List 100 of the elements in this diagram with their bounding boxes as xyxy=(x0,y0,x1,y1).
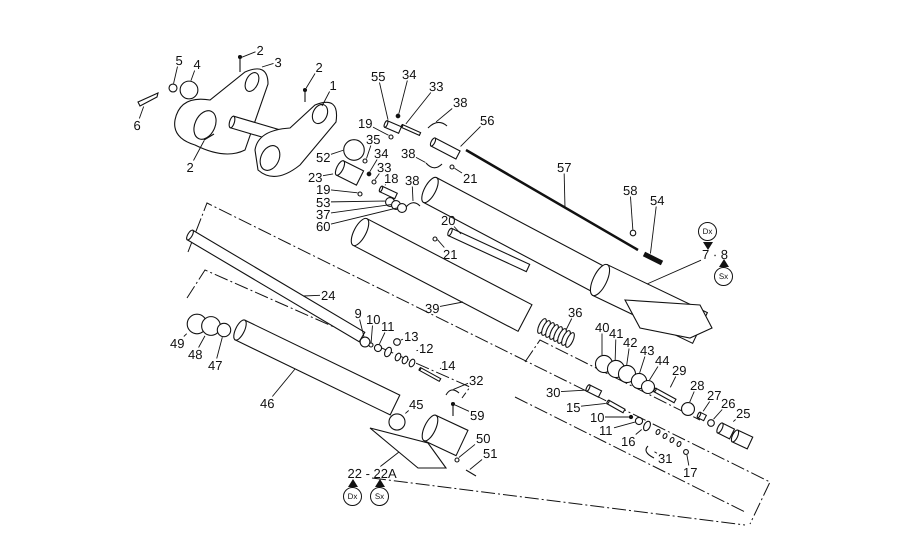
leader-line xyxy=(306,73,316,88)
leader-line xyxy=(686,454,690,466)
callout-number: 46 xyxy=(260,396,274,410)
circlip xyxy=(645,446,654,458)
ball xyxy=(366,172,372,176)
leader-line xyxy=(604,416,630,418)
callout-number: 9 xyxy=(354,306,362,320)
leader-line xyxy=(372,126,389,136)
valve-seat xyxy=(384,346,416,368)
washer xyxy=(374,344,382,352)
ball xyxy=(707,419,715,427)
leader-line xyxy=(330,200,386,202)
leader-line xyxy=(416,156,426,163)
leader-line xyxy=(614,339,616,360)
leader-line xyxy=(262,62,274,68)
ball xyxy=(368,342,374,348)
leader-line xyxy=(454,168,462,174)
leader-line xyxy=(366,145,372,159)
leader-line xyxy=(400,338,404,340)
end-plug xyxy=(716,422,754,450)
circlip xyxy=(640,380,656,394)
leader-line xyxy=(440,302,464,307)
leader-line xyxy=(654,451,658,454)
leader-line xyxy=(138,106,144,119)
callout-number: 10 xyxy=(366,312,380,326)
o-ring xyxy=(454,457,460,463)
circlip xyxy=(428,122,448,128)
callout-number: 48 xyxy=(188,348,202,360)
adjuster-screw xyxy=(384,120,402,134)
leader-line xyxy=(452,382,468,390)
callout-number: 2 xyxy=(186,160,194,174)
washer xyxy=(683,449,689,455)
leader-line xyxy=(564,173,566,208)
leader-line xyxy=(626,348,630,366)
callout-number: 50 xyxy=(476,432,490,444)
leader-line xyxy=(370,325,373,343)
leader-line xyxy=(670,376,676,388)
callout-number: 19 xyxy=(358,116,372,130)
leader-line xyxy=(379,332,386,344)
callout-number: 59 xyxy=(470,408,484,422)
callout-number: 31 xyxy=(658,452,672,464)
callout-number: 34 xyxy=(402,68,416,80)
callout-number: 16 xyxy=(621,434,636,448)
leader-line xyxy=(412,186,414,202)
side-marker: Dx xyxy=(698,222,717,241)
callout-number: 11 xyxy=(381,320,394,332)
leader-line xyxy=(374,173,380,180)
leader-line xyxy=(440,368,442,370)
bolt xyxy=(418,366,442,382)
callout-number: 13 xyxy=(404,330,418,342)
side-marker: Sx xyxy=(714,267,733,286)
leader-line xyxy=(454,404,470,412)
callout-number: 57 xyxy=(557,160,572,174)
leader-line xyxy=(193,140,205,161)
callout-number: 47 xyxy=(208,358,222,372)
nut xyxy=(680,402,696,416)
callout-number: 30 xyxy=(546,386,560,398)
callout-number: 24 xyxy=(321,288,336,302)
leader-line xyxy=(469,459,482,470)
callout-number: 39 xyxy=(425,302,440,314)
callout-number: 17 xyxy=(683,466,698,478)
bolt xyxy=(466,470,476,476)
fork-tube xyxy=(350,218,533,332)
bolt xyxy=(238,54,242,72)
callout-number: 2 xyxy=(316,60,323,74)
callout-number: 4 xyxy=(194,58,201,70)
spring xyxy=(537,318,575,348)
leader-line xyxy=(322,91,330,106)
callout-number: 21 xyxy=(463,172,478,184)
leader-line xyxy=(173,66,178,84)
valve xyxy=(606,400,626,414)
callout-number: 38 xyxy=(401,146,416,160)
nut xyxy=(360,336,370,348)
side-marker: Sx xyxy=(370,487,389,506)
ball xyxy=(396,114,400,118)
leader-line xyxy=(242,51,256,58)
o-ring xyxy=(216,322,232,338)
callout-number: 34 xyxy=(374,146,388,160)
callout-number: 3 xyxy=(274,56,282,68)
damper-tube xyxy=(186,230,366,342)
callout-number: 41 xyxy=(609,326,624,340)
callout-number: 42 xyxy=(623,336,638,348)
callout-number: 25 xyxy=(736,406,750,420)
callout-number: 38 xyxy=(453,96,468,108)
callout-number: 40 xyxy=(595,320,610,334)
callout-number: 36 xyxy=(568,306,582,318)
callout-number: 12 xyxy=(419,342,434,354)
leader-line xyxy=(380,452,400,467)
bushing xyxy=(696,412,708,422)
leader-line xyxy=(689,391,695,402)
leader-line xyxy=(416,350,418,352)
leader-line xyxy=(302,294,320,296)
callout-number: 43 xyxy=(640,344,654,356)
leader-line xyxy=(580,403,606,407)
ball xyxy=(628,414,634,420)
leader-line xyxy=(198,335,206,348)
leader-line xyxy=(732,419,736,422)
circlip xyxy=(446,389,460,396)
leader-line xyxy=(630,196,634,230)
callout-number: 37 xyxy=(316,208,330,220)
